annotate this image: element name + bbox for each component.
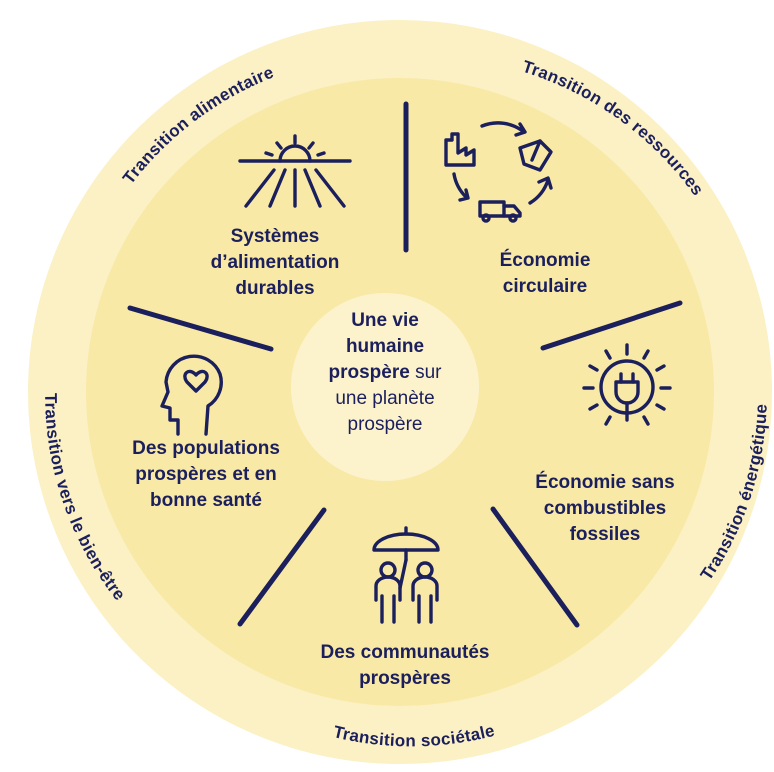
center-line-3-rest: sur (409, 362, 442, 383)
segment-food-line-3: durables (235, 278, 315, 299)
segment-communities-line-2: prospères (359, 668, 451, 689)
segment-label-healthy-populations: Des populations prospères et en bonne sa… (106, 436, 306, 514)
umbrella-people-icon (372, 526, 440, 624)
center-line-4: une planète (335, 388, 435, 409)
segment-communities-line-1: Des communautés (320, 642, 490, 663)
divider-lower-right (490, 506, 580, 628)
segment-energy-line-3: fossiles (569, 524, 641, 545)
segment-circular-line-2: circulaire (502, 276, 588, 297)
segment-label-fossil-free-economy: Économie sans combustibles fossiles (515, 470, 695, 548)
divider-left (127, 305, 274, 352)
divider-lower-left (237, 507, 327, 627)
segment-label-circular-economy: Économie circulaire (475, 248, 615, 300)
center-line-5: prospère (347, 414, 423, 435)
segment-label-communities: Des communautés prospères (295, 640, 515, 692)
center-line-1: Une vie (351, 310, 419, 331)
recycling-truck-icon (444, 121, 553, 223)
segment-health-line-1: Des populations (132, 438, 280, 459)
center-line-2: humaine (345, 336, 425, 357)
head-heart-icon (160, 354, 223, 436)
center-line-3-bold: prospère (328, 362, 410, 383)
segment-label-food-systems: Systèmes d’alimentation durables (185, 224, 365, 302)
sun-field-icon (238, 134, 352, 208)
segment-circular-line-1: Économie (499, 250, 591, 271)
center-label: Une vie humaine prospère sur une planète… (300, 308, 470, 438)
segment-energy-line-1: Économie sans (535, 472, 675, 493)
segment-energy-line-2: combustibles (543, 498, 667, 519)
divider-right (540, 300, 683, 351)
plug-sun-icon (582, 343, 672, 426)
center-disc (291, 293, 479, 481)
segment-health-line-3: bonne santé (150, 490, 262, 511)
segment-food-line-2: d’alimentation (210, 252, 340, 273)
segment-food-line-1: Systèmes (230, 226, 320, 247)
segment-health-line-2: prospères et en (135, 464, 277, 485)
